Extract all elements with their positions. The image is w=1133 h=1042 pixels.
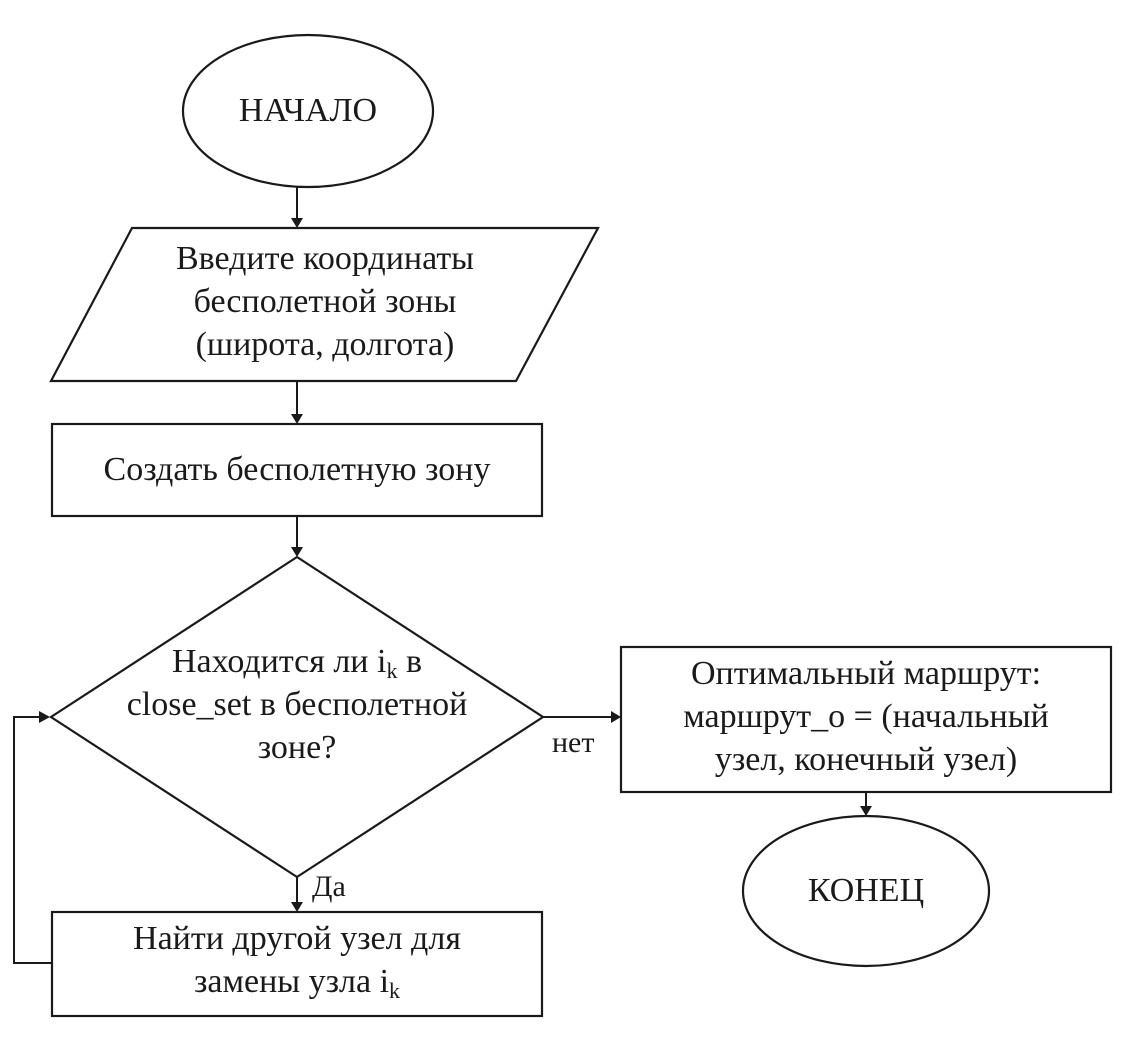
arrowhead bbox=[39, 711, 50, 723]
start-terminator bbox=[181, 33, 435, 189]
decision-line-1: Находится ли ik в bbox=[101, 640, 493, 683]
arrowhead bbox=[291, 218, 303, 228]
create-process-box bbox=[50, 422, 544, 518]
find-line-2-text: замены узла i bbox=[193, 963, 390, 1000]
decision-line-3: зоне? bbox=[257, 729, 337, 766]
optimal-line-2: маршрут_о = (начальный bbox=[683, 698, 1049, 735]
input-line-3: (широта, долгота) bbox=[195, 326, 455, 363]
optimal-line-1: Оптимальный маршрут: bbox=[690, 655, 1042, 692]
input-parallelogram bbox=[49, 226, 600, 383]
subscript-k: k bbox=[389, 978, 401, 1003]
decision-diamond bbox=[48, 555, 546, 879]
input-line-2: бесполетной зоны bbox=[193, 283, 457, 320]
decision-line-1-end: в bbox=[397, 643, 423, 680]
find-line-2: замены узла ik bbox=[52, 960, 542, 1003]
input-label: Введите координаты бесполетной зоны (шир… bbox=[82, 237, 568, 366]
optimal-line-3: узел, конечный узел) bbox=[714, 741, 1018, 778]
find-label: Найти другой узел для замены узла ik bbox=[52, 917, 542, 1003]
edge-label-no: нет bbox=[552, 726, 595, 759]
edge-label-yes: Да bbox=[312, 870, 346, 903]
input-line-1: Введите координаты bbox=[175, 240, 475, 277]
decision-label: Находится ли ik в close_set в бесполетно… bbox=[101, 640, 493, 769]
arrowhead bbox=[291, 902, 303, 912]
arrowhead bbox=[860, 806, 872, 816]
arrowhead bbox=[291, 414, 303, 424]
optimal-label: Оптимальный маршрут: маршрут_о = (началь… bbox=[621, 652, 1111, 781]
end-terminator bbox=[741, 814, 991, 968]
start-label: НАЧАЛО bbox=[238, 92, 378, 129]
arrowhead bbox=[611, 711, 621, 723]
optimal-route-box bbox=[619, 645, 1113, 794]
create-label: Создать бесполетную зону bbox=[103, 451, 491, 488]
arrowhead bbox=[291, 547, 303, 557]
arrow-loop-back bbox=[13, 716, 52, 964]
end-label: КОНЕЦ bbox=[807, 872, 925, 909]
find-line-1: Найти другой узел для bbox=[133, 920, 461, 957]
find-node-box bbox=[50, 910, 544, 1018]
decision-line-2: close_set в бесполетной bbox=[126, 686, 468, 723]
subscript-k: k bbox=[386, 658, 398, 683]
decision-line-1-text: Находится ли i bbox=[171, 643, 387, 680]
